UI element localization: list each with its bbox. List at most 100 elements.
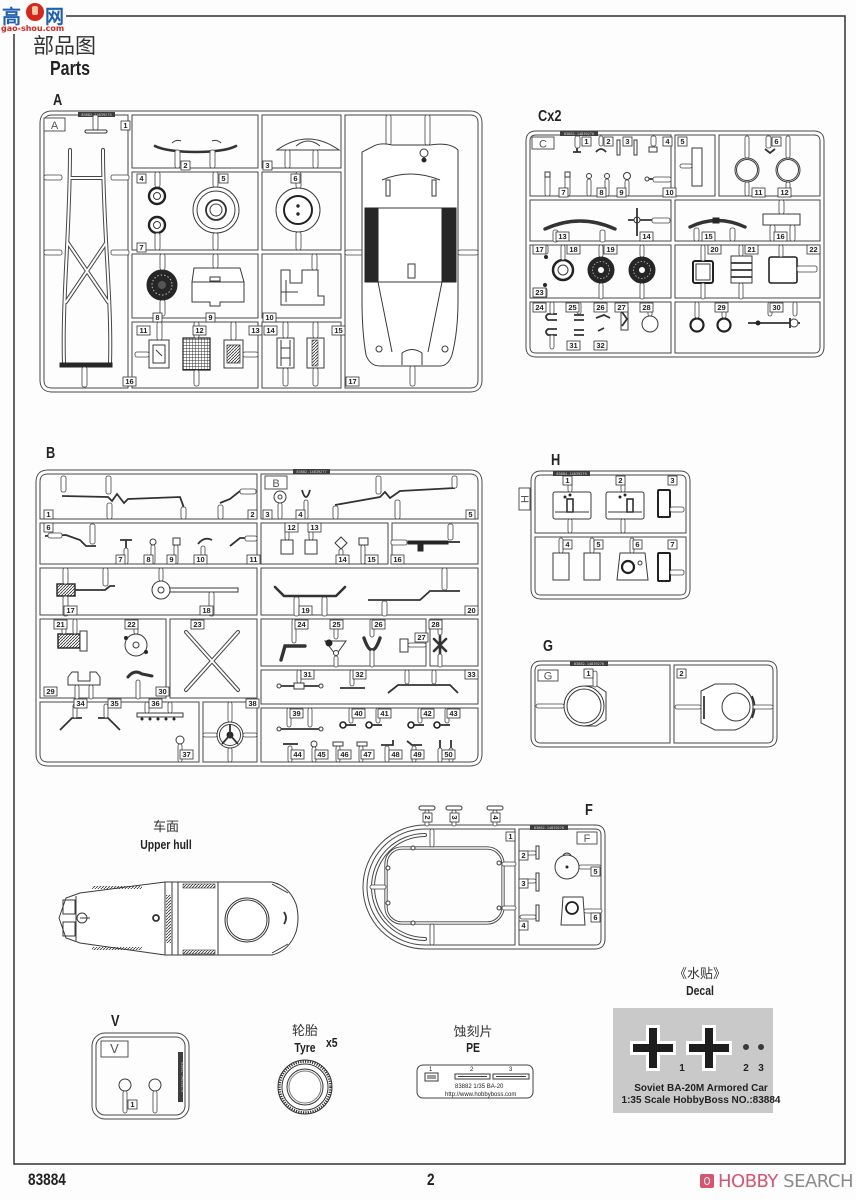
part-number-box (518, 920, 529, 931)
part-number-label-b: 50 (441, 749, 456, 760)
part-number-box (441, 749, 456, 760)
part-outline-path (361, 143, 459, 367)
part-number: 7 (139, 243, 143, 252)
sprue-b-runners (35, 469, 483, 767)
part-outline-rect (182, 337, 211, 371)
part-outline-circle (410, 845, 416, 851)
sprue-gate (589, 537, 595, 554)
part-number-label-b: 14 (335, 554, 350, 565)
part-outline-path (221, 724, 239, 745)
part-number-box (43, 509, 54, 520)
part-outline-path (75, 882, 289, 955)
part-b38-steering-wheel (202, 701, 258, 763)
sprue-gate (738, 244, 744, 257)
part-number-box (337, 749, 352, 760)
sprue-a-tag: A (51, 120, 59, 132)
part-v1-lenses (118, 1078, 162, 1114)
part-outline-rect (570, 661, 608, 666)
part-outline-circle (288, 1070, 322, 1104)
part-number-box (616, 187, 627, 198)
part-outline-circle (158, 281, 166, 289)
part-number: 5 (593, 867, 597, 876)
part-number: 28 (431, 620, 439, 629)
part-number-label-h: 2 (615, 475, 626, 486)
part-number-box (329, 619, 344, 630)
part-number: 17 (348, 377, 356, 386)
sprue-h: H 83884-14839279 (518, 470, 691, 600)
part-outline-circle (620, 559, 636, 575)
sprue-gate (574, 135, 581, 149)
sprue-c: C 83882-14839276 (525, 130, 825, 358)
part-outline-rect (566, 498, 574, 513)
part-outline-rect (364, 207, 379, 283)
sprue-gate (650, 135, 657, 147)
part-number-label-c: 9 (616, 187, 627, 198)
decal-line-2: 1:35 Scale HobbyBoss NO.:83884 (622, 1095, 781, 1106)
part-outline-path (334, 536, 348, 550)
sprue-gate (122, 1090, 128, 1114)
part-number-label-c: 14 (639, 231, 654, 242)
part-number-box (677, 136, 688, 147)
runner-inner (36, 470, 482, 766)
footer-page-number: 2 (427, 1170, 436, 1190)
part-number: 4 (491, 815, 500, 820)
part-number-box (73, 698, 88, 709)
part-number-label-h: 5 (593, 539, 604, 550)
upper-hull-label: Upper hull (140, 837, 192, 852)
part-a2 (153, 139, 238, 169)
part-outline-circle (144, 650, 148, 654)
part-number: 18 (202, 606, 210, 615)
part-number: 6 (293, 174, 297, 183)
part-a9 (191, 253, 245, 307)
part-number-box (246, 554, 261, 565)
part-outline-circle (565, 901, 579, 915)
sprue-c-heading: Cx2 (538, 108, 567, 126)
sprue-gate (792, 301, 798, 317)
part-outline-rect (226, 344, 241, 364)
sprue-gate (152, 1090, 158, 1114)
part-outline-circle (777, 159, 799, 181)
part-outline-circle (276, 683, 282, 689)
part-outline-circle (421, 157, 427, 163)
part-outline-rect (182, 949, 216, 955)
sprue-gate (674, 704, 702, 710)
part-number-box (152, 312, 163, 323)
part-number-box (263, 325, 278, 336)
sprue-gate (311, 253, 318, 271)
sprue-gate (312, 321, 319, 339)
sprue-gate (437, 747, 443, 763)
part-number: 4 (298, 510, 303, 519)
sprue-gate (277, 502, 283, 520)
sprue-gate (180, 506, 187, 520)
part-number-label-b: 45 (314, 749, 329, 760)
part-number-box (771, 136, 782, 147)
part-outline-rect (613, 1008, 773, 1113)
sprue-f-code: 83882-14839276 (534, 826, 564, 830)
part-number-box (289, 708, 304, 719)
sprue-gate (535, 703, 565, 709)
part-a17-lower-hull (344, 114, 479, 387)
part-number-label-b: 40 (351, 708, 366, 719)
logo-char-right: 网 (45, 6, 65, 28)
part-outline-circle (124, 633, 148, 657)
sprue-a-runners (39, 110, 483, 393)
part-number: 35 (110, 699, 118, 708)
part-number: 13 (558, 232, 566, 241)
part-outline-path (427, 1075, 436, 1079)
part-number: 43 (449, 709, 457, 718)
part-outline-rect (100, 1040, 129, 1058)
sprue-gate (567, 518, 573, 534)
part-number-box (360, 749, 375, 760)
part-number-label-a: 8 (152, 312, 163, 323)
part-a6 (275, 171, 321, 251)
sprue-gate (92, 114, 99, 131)
part-number-box (614, 302, 629, 313)
sprue-gate (598, 244, 604, 258)
part-number-label-c: 6 (771, 136, 782, 147)
part-number-label-b: 15 (364, 554, 379, 565)
part-number: 4 (565, 540, 570, 549)
part-outline-circle (318, 683, 324, 689)
part-outline-rect (385, 179, 391, 197)
part-outline-rect (166, 895, 171, 943)
sprue-gate (765, 135, 772, 149)
